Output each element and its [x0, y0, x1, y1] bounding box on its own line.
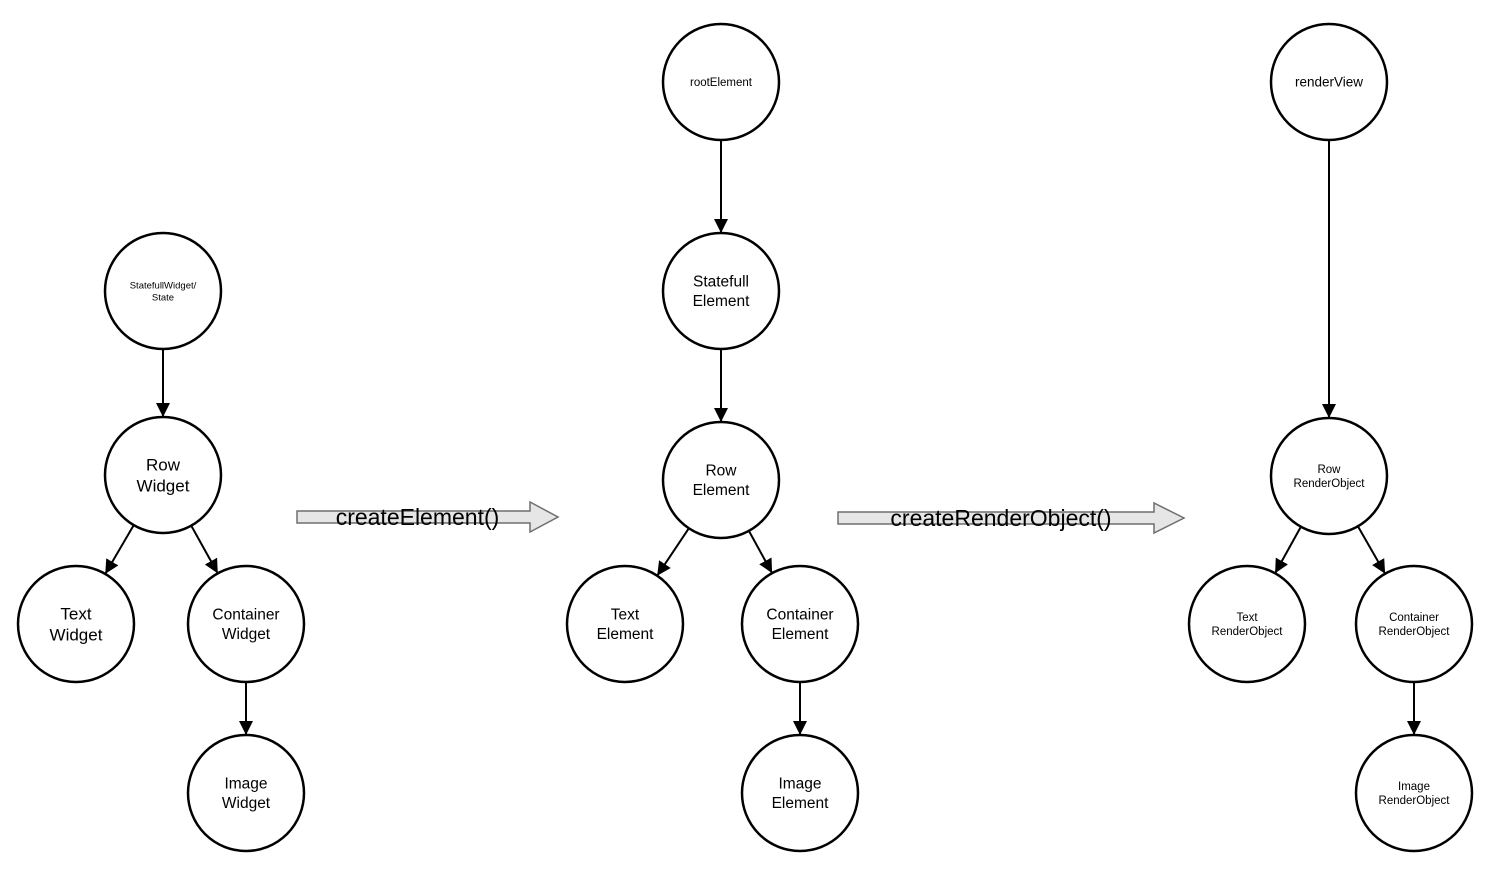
node-circle — [186, 564, 306, 684]
node-circle — [16, 564, 136, 684]
node-label: Row — [1317, 464, 1341, 476]
node-label: State — [152, 292, 174, 303]
edge-row-element-to-text-element — [656, 527, 690, 577]
edge-row-widget-to-text-widget — [104, 524, 135, 575]
edge-row-element-to-container-element — [748, 530, 773, 574]
node-label: Element — [693, 482, 751, 499]
node-label: Text — [60, 604, 91, 623]
node-circle — [1269, 22, 1389, 142]
node-label: Widget — [222, 795, 271, 812]
node-label: RenderObject — [1212, 626, 1284, 638]
node-label: RenderObject — [1294, 478, 1366, 490]
node-label: RenderObject — [1379, 795, 1451, 807]
node-label: Container — [212, 607, 279, 624]
nodes-layer: StatefullWidget/StateRowWidgetTextWidget… — [16, 22, 1474, 853]
node-label: StatefullWidget/ — [130, 280, 197, 291]
node-root-element: rootElement — [661, 22, 781, 142]
node-label: Container — [1389, 612, 1439, 624]
block-arrow-shape — [837, 501, 1186, 535]
transform-label: createRenderObject() — [890, 505, 1111, 531]
node-circle — [103, 415, 223, 535]
node-circle — [103, 231, 223, 351]
node-label: Element — [772, 626, 830, 643]
node-render-view: renderView — [1269, 22, 1389, 142]
node-label: Widget — [137, 477, 190, 496]
transform-arrow-create-render-object: createRenderObject() — [837, 501, 1186, 535]
edge-row-render-object-to-text-render-object — [1274, 526, 1302, 574]
node-label: Widget — [50, 626, 103, 645]
edge-row-render-object-to-container-render-object — [1357, 525, 1386, 575]
node-circle — [740, 733, 860, 853]
node-label: RenderObject — [1379, 626, 1451, 638]
node-label: Element — [597, 626, 655, 643]
node-label: Text — [1236, 612, 1258, 624]
node-label: Row — [705, 463, 737, 480]
node-circle — [740, 564, 860, 684]
transform-arrow-create-element: createElement() — [296, 500, 560, 534]
node-label: Container — [766, 607, 833, 624]
node-circle — [1269, 416, 1389, 536]
node-label: Row — [146, 455, 181, 474]
node-label: Text — [611, 607, 640, 624]
node-circle — [661, 231, 781, 351]
edges-layer — [104, 140, 1421, 735]
node-label: renderView — [1295, 75, 1363, 90]
node-circle — [1187, 564, 1307, 684]
node-label: Image — [224, 776, 267, 793]
transforms-layer: createElement() createRenderObject() — [296, 500, 1186, 535]
node-label: Element — [772, 795, 830, 812]
node-label: Statefull — [693, 274, 749, 291]
node-circle — [1354, 564, 1474, 684]
node-circle — [661, 420, 781, 540]
node-label: Image — [1398, 781, 1430, 793]
node-circle — [661, 22, 781, 142]
node-statefull-widget: StatefullWidget/State — [103, 231, 223, 351]
node-circle — [186, 733, 306, 853]
block-arrow-shape — [296, 500, 560, 534]
node-label: Image — [778, 776, 821, 793]
node-label: rootElement — [690, 77, 753, 89]
transform-label: createElement() — [336, 504, 500, 530]
node-circle — [565, 564, 685, 684]
node-circle — [1354, 733, 1474, 853]
node-label: Element — [693, 293, 751, 310]
edge-row-widget-to-container-widget — [190, 525, 219, 574]
node-label: Widget — [222, 626, 271, 643]
